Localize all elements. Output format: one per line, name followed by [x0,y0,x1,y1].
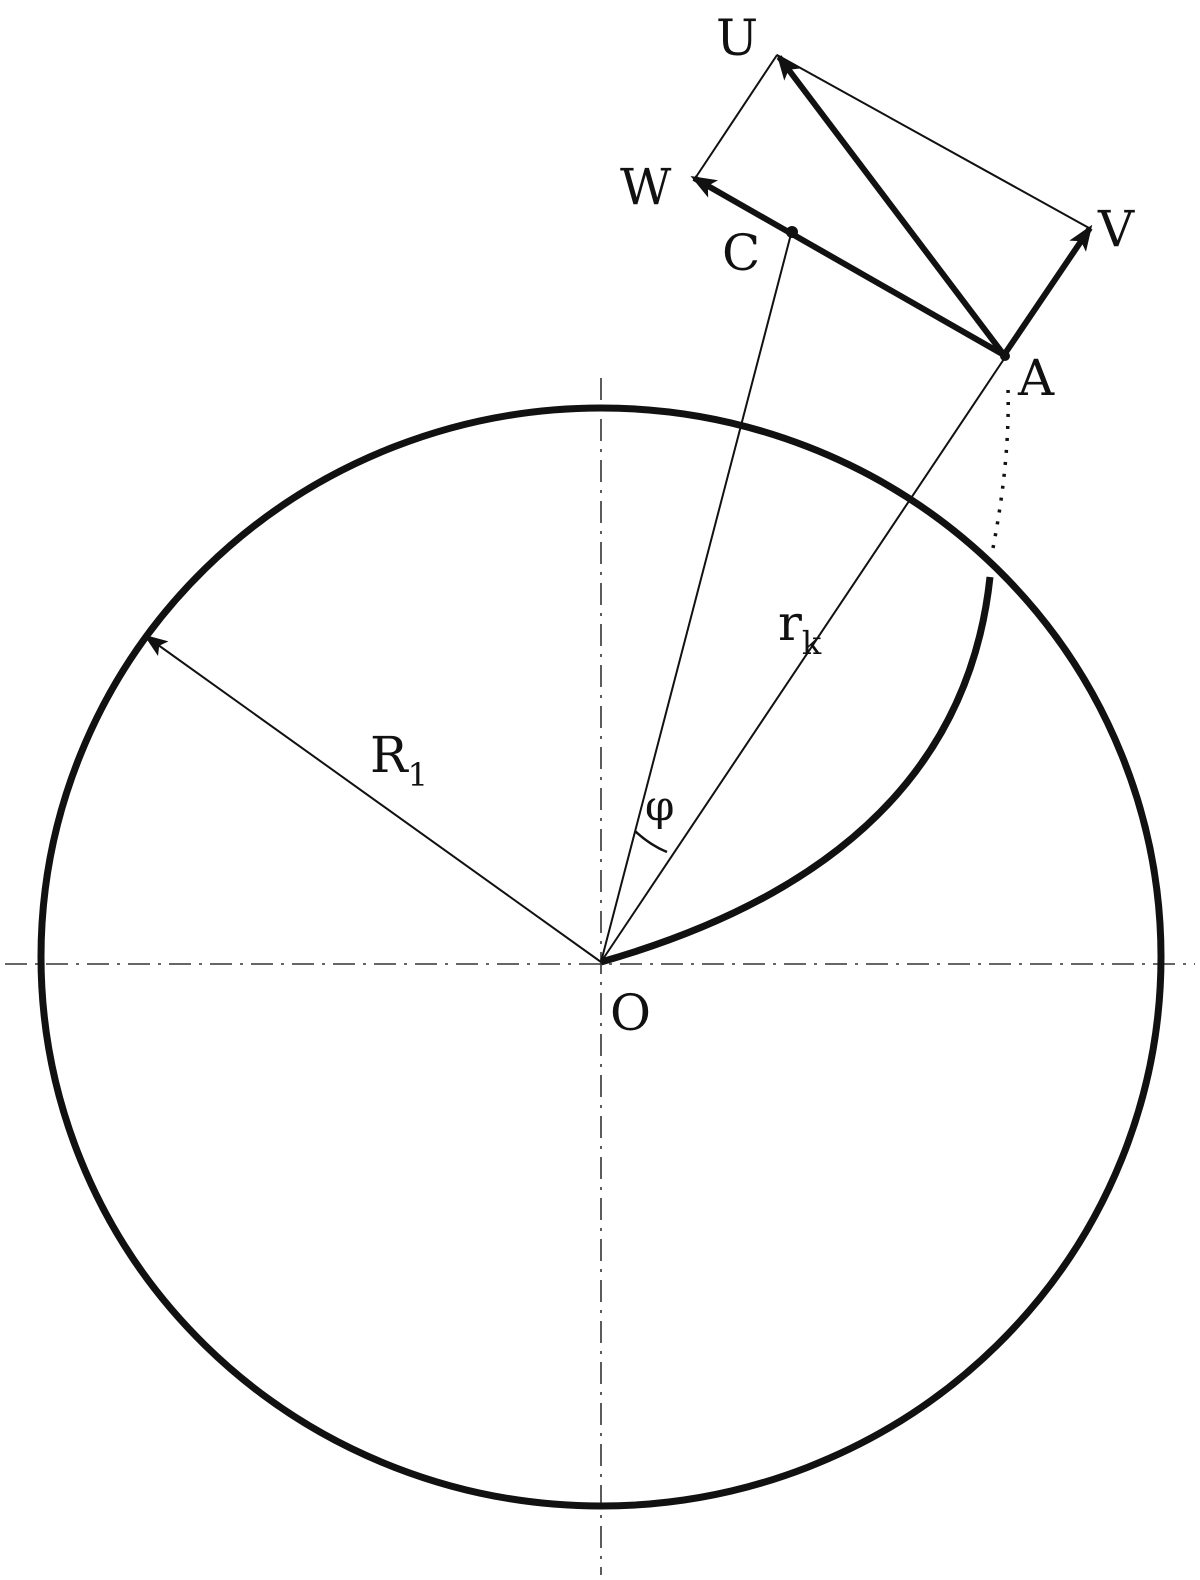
label-R1: R1 [370,726,428,794]
point-A [1000,351,1010,361]
label-V: V [1097,200,1135,258]
label-O: O [610,984,651,1042]
label-W: W [620,158,672,216]
vector-A-U [776,53,1007,357]
vector-A-W [690,175,1006,358]
label-R1-main: R [370,726,409,784]
label-R1-sub: 1 [408,756,428,794]
radius-R1-arrow [143,634,602,963]
label-rk-main: r [778,594,802,652]
label-phi: φ [645,781,674,830]
blade-dotted-extension [991,387,1010,549]
line-O-A [600,355,1007,963]
parallelogram-side-W-U [693,54,778,181]
label-rk-sub: k [802,624,822,662]
label-C: C [722,224,760,282]
vector-A-V [1001,224,1093,357]
line-O-C [600,233,792,963]
label-rk: rk [778,594,822,662]
phi-angle-arc [634,830,668,854]
point-C [786,226,798,238]
main-circle [37,404,1165,1510]
blade-curve [600,576,994,966]
label-A: A [1017,349,1055,407]
parallelogram-side-U-V [776,54,1090,229]
label-U: U [716,9,758,67]
